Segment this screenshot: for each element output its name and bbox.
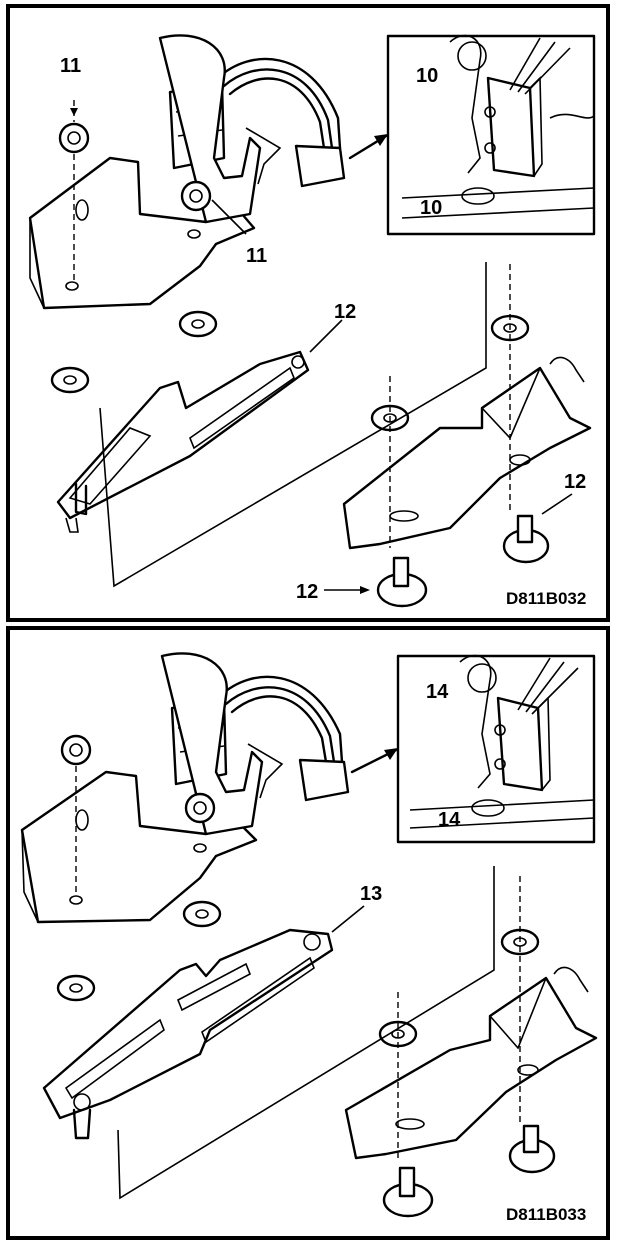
bolt-center bbox=[376, 556, 428, 608]
callout-inset-lower: 14 bbox=[438, 809, 461, 831]
callout-inset-upper: 10 bbox=[416, 65, 438, 87]
figure-code: D811B033 bbox=[506, 1205, 586, 1224]
callout-nut-bracket: 11 bbox=[246, 245, 267, 267]
callout-plate: 12 bbox=[334, 301, 356, 323]
exploded-view-bottom: 14 14 13 D811B033 bbox=[20, 652, 598, 1224]
callout-inset-lower: 10 bbox=[420, 197, 442, 219]
nut-bracket bbox=[180, 180, 212, 212]
nut-top bbox=[58, 100, 90, 284]
detail-inset bbox=[386, 34, 596, 236]
callout-bolt-center: 12 bbox=[296, 581, 318, 603]
callout-plate: 13 bbox=[360, 883, 382, 905]
figure-code: D811B032 bbox=[506, 589, 586, 608]
mounting-bracket bbox=[20, 652, 284, 924]
callout-leader bbox=[211, 199, 247, 235]
callout-bolt-right: 12 bbox=[564, 471, 586, 493]
bolt-right bbox=[508, 1124, 556, 1174]
slotted-plate bbox=[56, 350, 310, 533]
callout-nut-top: 11 bbox=[60, 55, 81, 77]
washers bbox=[50, 310, 530, 432]
bolt-center bbox=[382, 1166, 434, 1218]
mounting-bracket bbox=[28, 34, 282, 310]
support-bracket bbox=[342, 356, 592, 550]
support-bracket bbox=[344, 966, 598, 1160]
callout-inset-upper: 14 bbox=[426, 681, 449, 703]
exploded-view-top: 11 11 10 10 12 12 12 D811B032 bbox=[28, 34, 596, 608]
slotted-plate bbox=[42, 928, 334, 1140]
bolt-right bbox=[502, 514, 550, 564]
diagram-panel-bottom: 14 14 13 D811B033 bbox=[6, 626, 610, 1240]
nut-top bbox=[60, 734, 92, 896]
nut-bracket bbox=[184, 792, 216, 824]
diagram-panel-top: 11 11 10 10 12 12 12 D811B032 bbox=[6, 4, 610, 622]
detail-inset bbox=[396, 654, 596, 844]
